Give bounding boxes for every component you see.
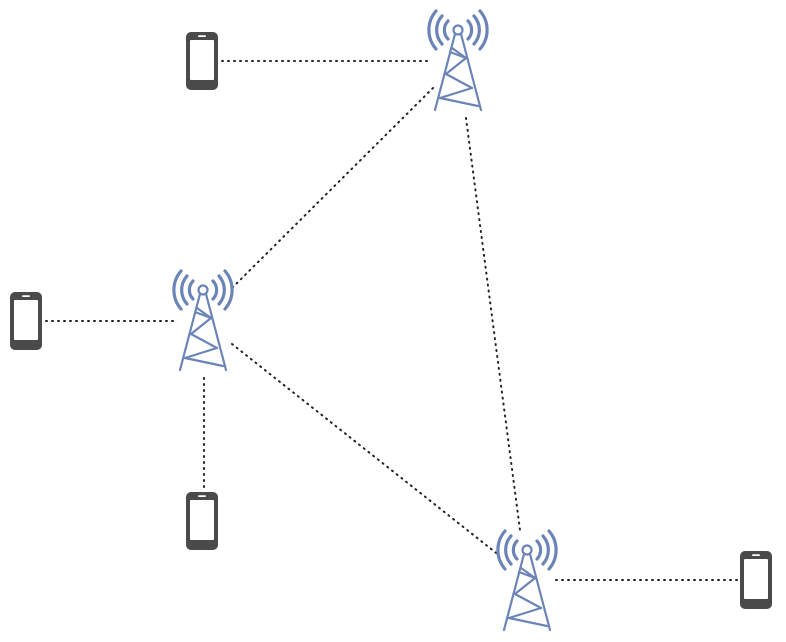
cell-tower-icon (427, 9, 489, 112)
smartphone-icon (10, 292, 42, 350)
link-tower-left-to-tower-bottom-right (231, 343, 501, 557)
link-tower-top-to-tower-left (231, 87, 434, 289)
smartphone-icon (186, 32, 218, 90)
phone-right (740, 551, 772, 609)
tower-top (427, 9, 489, 112)
smartphone-icon (740, 551, 772, 609)
cell-tower-icon (172, 269, 234, 372)
phone-left (10, 292, 42, 350)
cell-tower-icon (496, 529, 558, 632)
phone-bottom (186, 492, 218, 550)
tower-left (172, 269, 234, 372)
smartphone-icon (186, 492, 218, 550)
tower-bottom-right (496, 529, 558, 632)
link-tower-top-to-tower-bottom-right (465, 117, 521, 531)
phone-top (186, 32, 218, 90)
links-layer (45, 60, 739, 581)
